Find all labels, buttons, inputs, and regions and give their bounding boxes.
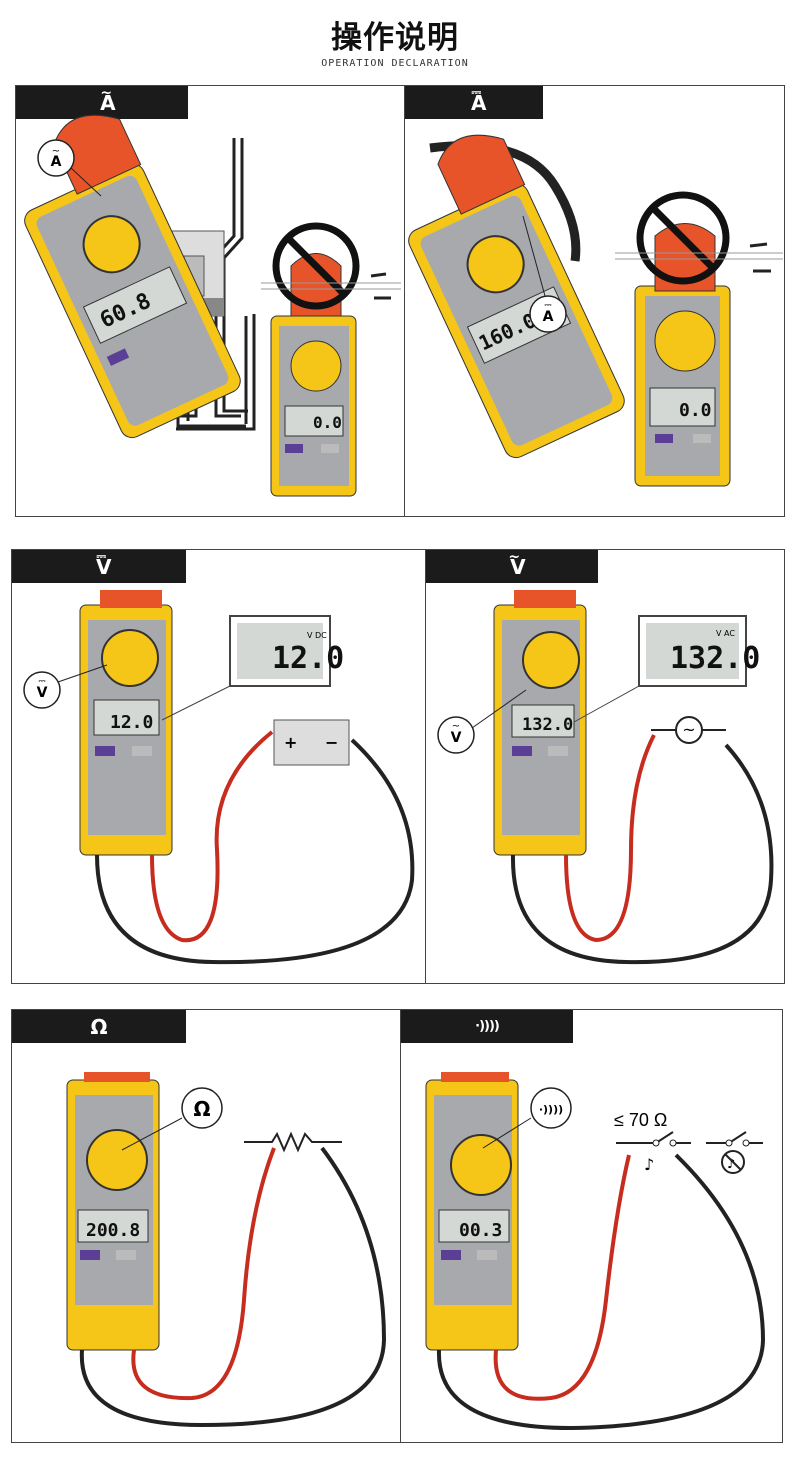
tab-mark: ~ bbox=[508, 549, 521, 565]
tab-continuity: ·)))) bbox=[401, 1010, 573, 1043]
meter-reading: 132.0 bbox=[522, 715, 573, 735]
badge-symbol: A bbox=[51, 154, 62, 170]
tab-dc-voltage: ⎓ V bbox=[12, 550, 186, 583]
tab-ac-current: ~ A bbox=[16, 86, 188, 119]
tab-resistance: Ω bbox=[12, 1010, 186, 1043]
meter-reading: 200.8 bbox=[86, 1220, 140, 1241]
tab-mark: ⎓ bbox=[471, 85, 482, 99]
dc-voltage-illustration: 12.0 12.0 V DC ⎓ V + − bbox=[23, 590, 415, 965]
zoom-reading: 132.0 bbox=[670, 641, 760, 676]
continuity-illustration: 00.3 ·)))) ≤ 70 Ω ♪ ♪ bbox=[425, 1072, 766, 1431]
badge-symbol: A bbox=[543, 309, 554, 325]
tab-mark: ~ bbox=[100, 85, 113, 101]
badge-symbol: V bbox=[37, 685, 48, 701]
tab-symbol: Ω bbox=[90, 1014, 108, 1039]
tab-dc-current: ⎓ A bbox=[405, 86, 543, 119]
page-subtitle: OPERATION DECLARATION bbox=[321, 58, 469, 69]
badge-mark: ~ bbox=[52, 146, 60, 157]
panel-ac-voltage: ~ V 132.0 132.0 V AC ~ V ~ bbox=[425, 549, 785, 984]
panel-continuity: ·)))) 00.3 ·)))) ≤ 70 Ω ♪ ♪ bbox=[400, 1009, 783, 1443]
panel-dc-current: ⎓ A 160.0 ⎓ A 0.0 bbox=[404, 85, 785, 517]
badge-mark: ⎓ bbox=[38, 677, 45, 687]
badge-symbol: ·)))) bbox=[539, 1103, 563, 1116]
badge-mark: ~ bbox=[452, 721, 460, 732]
meter-reading: 12.0 bbox=[110, 712, 153, 733]
tab-symbol: V bbox=[510, 554, 526, 579]
tab-symbol: A bbox=[471, 90, 487, 115]
meter-display-zero: 0.0 bbox=[313, 413, 342, 432]
zoom-unit: V DC bbox=[307, 631, 327, 640]
badge-mark: ⎓ bbox=[544, 301, 551, 311]
source-symbol: ~ bbox=[682, 720, 695, 739]
page-title: 操作说明 bbox=[331, 20, 459, 56]
battery-plus: + bbox=[284, 733, 297, 752]
beep-note-icon: ♪ bbox=[644, 1155, 654, 1174]
tab-mark: ⎓ bbox=[96, 549, 107, 563]
threshold-text: ≤ 70 Ω bbox=[614, 1110, 667, 1130]
badge-symbol: V bbox=[451, 730, 462, 746]
panel-resistance: Ω 200.8 Ω bbox=[11, 1009, 402, 1443]
tab-symbol: ·)))) bbox=[475, 1019, 500, 1034]
panel-dc-voltage: ⎓ V 12.0 12.0 V DC ⎓ V + − bbox=[11, 549, 427, 984]
ac-current-illustration: 60.8 ~ A 0.0 bbox=[24, 114, 401, 497]
badge-symbol: Ω bbox=[193, 1097, 210, 1121]
zoom-unit: V AC bbox=[716, 629, 735, 638]
battery-minus: − bbox=[325, 733, 338, 752]
tab-symbol: A bbox=[100, 90, 116, 115]
no-beep-note-icon: ♪ bbox=[727, 1157, 735, 1172]
ac-voltage-illustration: 132.0 132.0 V AC ~ V ~ bbox=[437, 590, 774, 965]
resistance-illustration: 200.8 Ω bbox=[66, 1072, 387, 1428]
dc-current-illustration: 160.0 ⎓ A 0.0 bbox=[408, 134, 783, 487]
tab-symbol: V bbox=[96, 554, 112, 579]
zoom-reading: 12.0 bbox=[272, 641, 344, 676]
panel-ac-current: ~ A 60.8 ~ A bbox=[15, 85, 406, 517]
meter-reading: 00.3 bbox=[459, 1220, 502, 1241]
tab-ac-voltage: ~ V bbox=[426, 550, 598, 583]
meter-display-zero: 0.0 bbox=[679, 400, 712, 421]
